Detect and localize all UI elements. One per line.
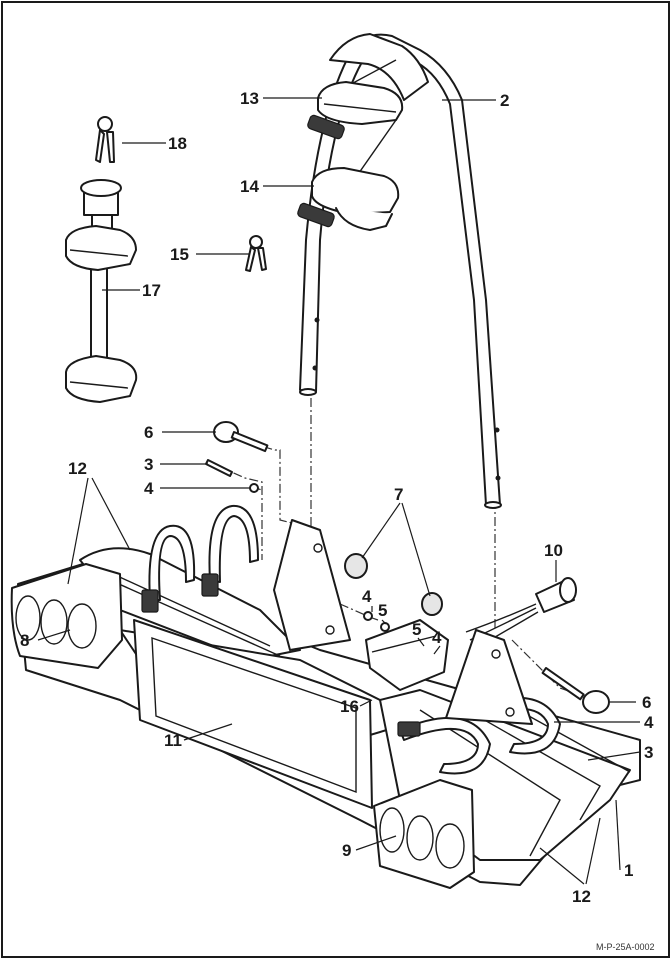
callout-15: 15 xyxy=(170,245,189,264)
callout-13: 13 xyxy=(240,89,259,108)
callout-4: 4 xyxy=(362,587,372,606)
callout-17: 17 xyxy=(142,281,161,300)
callout-12: 12 xyxy=(68,459,87,478)
callout-4: 4 xyxy=(144,479,154,498)
callout-8: 8 xyxy=(20,631,29,650)
callout-labels: 13 14 18 15 17 2 6 3 4 12 7 10 4 5 5 4 8… xyxy=(20,89,654,906)
callout-5: 5 xyxy=(378,601,387,620)
tail-light-right xyxy=(373,779,475,889)
callout-3: 3 xyxy=(644,743,653,762)
callout-6: 6 xyxy=(642,693,651,712)
callout-10: 10 xyxy=(544,541,563,560)
frame-holder-arm xyxy=(65,179,138,403)
frame-clamp xyxy=(297,167,400,231)
callout-3: 3 xyxy=(144,455,153,474)
hoop-bracket-right xyxy=(445,629,533,725)
figure-code: M-P-25A-0002 xyxy=(596,942,655,952)
frame-clamp xyxy=(307,81,404,140)
locking-nut xyxy=(344,553,443,616)
callout-11: 11 xyxy=(164,731,182,750)
callout-6: 6 xyxy=(144,423,153,442)
callout-7: 7 xyxy=(394,485,403,504)
callout-14: 14 xyxy=(240,177,259,196)
callout-18: 18 xyxy=(168,134,187,153)
leader-lines xyxy=(37,97,641,885)
callout-4: 4 xyxy=(644,713,654,732)
key-icon xyxy=(95,116,115,163)
callout-2: 2 xyxy=(500,91,509,110)
callout-4: 4 xyxy=(432,628,442,647)
callout-5: 5 xyxy=(412,620,421,639)
knob-bolt xyxy=(541,667,610,714)
callout-1: 1 xyxy=(624,861,633,880)
wheel-strap xyxy=(141,504,259,613)
callout-12: 12 xyxy=(572,887,591,906)
latch-mechanism xyxy=(365,619,449,691)
hoop-bracket-left xyxy=(273,519,351,651)
knob-bolt xyxy=(213,421,269,453)
key-icon xyxy=(245,235,267,272)
callout-16: 16 xyxy=(340,697,359,716)
callout-9: 9 xyxy=(342,841,351,860)
tail-light-left xyxy=(10,563,123,669)
